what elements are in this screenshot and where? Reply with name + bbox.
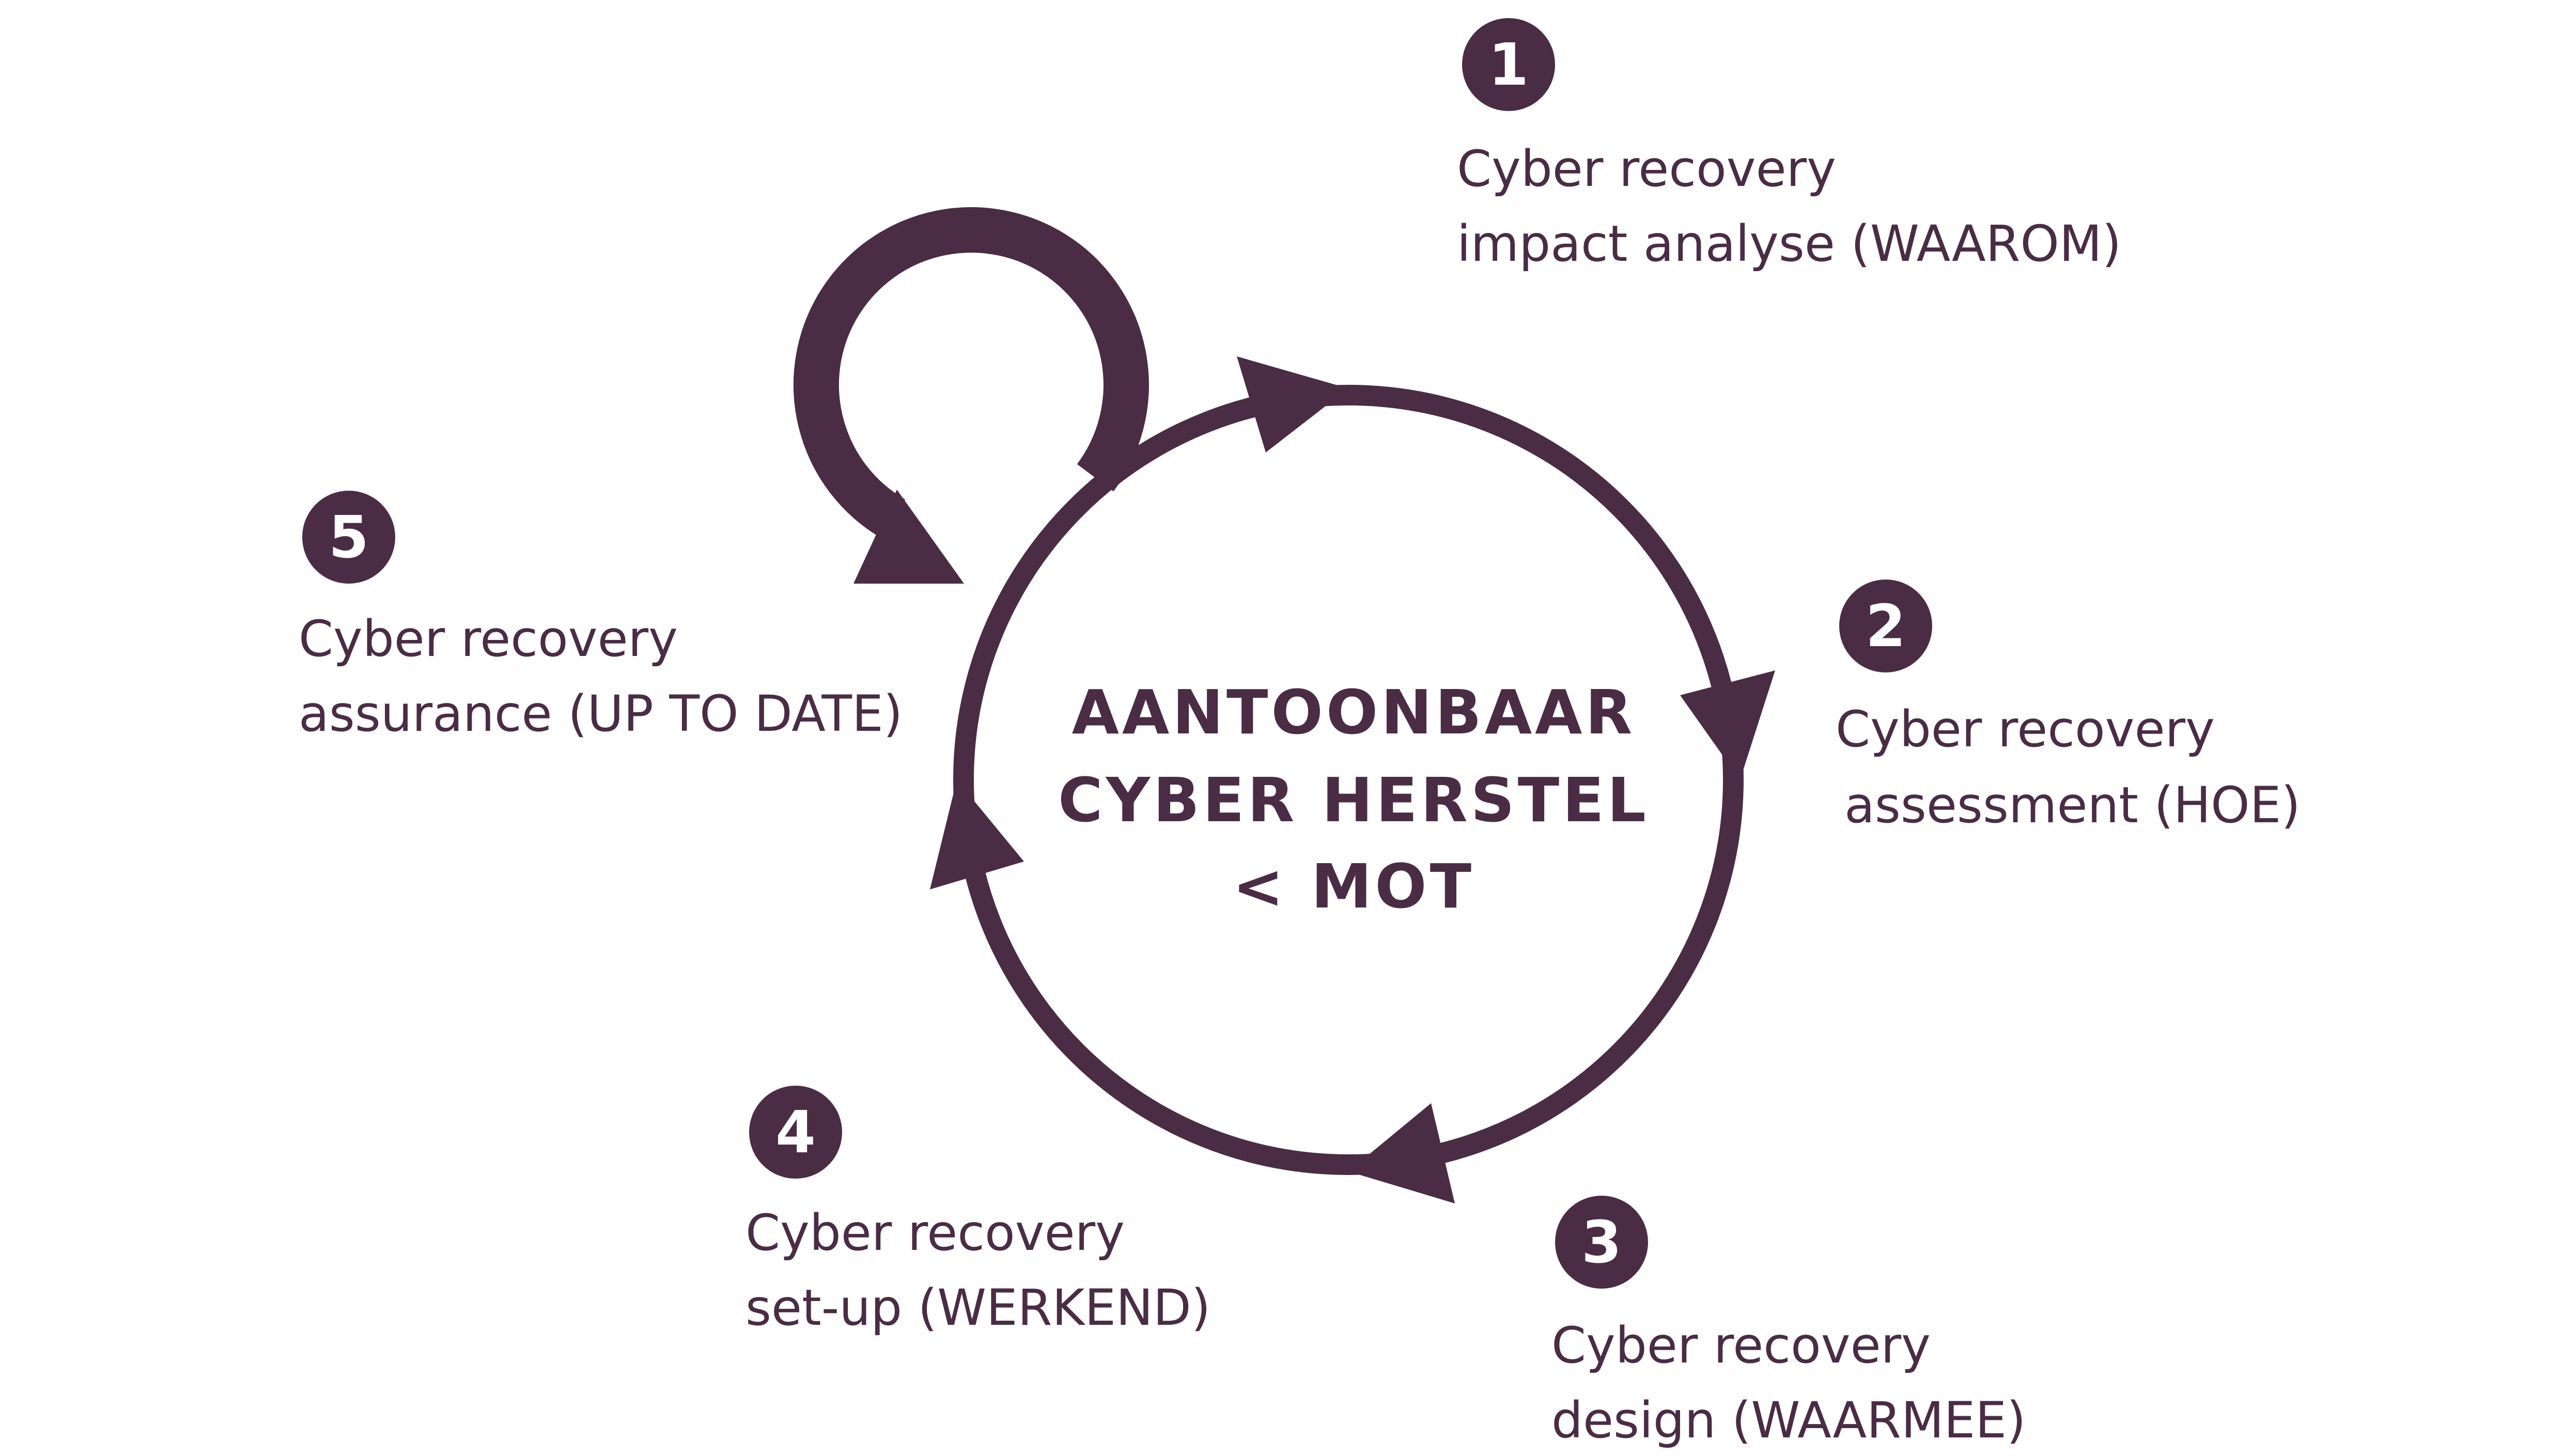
step-3: 3 Cyber recovery design (WAARMEE)	[1551, 1196, 2026, 1449]
step-2-number: 2	[1866, 593, 1906, 660]
step-2-badge	[1839, 580, 1932, 672]
repeat-loop-arrow-icon	[853, 490, 964, 584]
repeat-loop-arc	[793, 207, 1149, 539]
step-1-number: 1	[1488, 32, 1529, 99]
step-3-label-line2: design (WAARMEE)	[1551, 1391, 2026, 1449]
cycle-ring	[953, 385, 1744, 1175]
step-4-label-line1: Cyber recovery	[745, 1204, 1125, 1262]
step-1-badge	[1462, 18, 1555, 111]
step-2: 2 Cyber recovery assessment (HOE)	[1836, 580, 2301, 834]
step-3-label-line1: Cyber recovery	[1551, 1317, 1931, 1374]
step-5: 5 Cyber recovery assurance (UP TO DATE)	[299, 491, 903, 743]
step-5-badge	[302, 491, 395, 584]
step-1-label-line1: Cyber recovery	[1457, 140, 1836, 198]
center-title-line2: CYBER HERSTEL	[1058, 764, 1649, 836]
step-1: 1 Cyber recovery impact analyse (WAAROM)	[1457, 18, 2121, 273]
step-4-number: 4	[775, 1099, 816, 1166]
step-2-label-line2: assessment (HOE)	[1844, 776, 2301, 834]
step-5-label-line1: Cyber recovery	[299, 610, 678, 668]
step-1-label-line2: impact analyse (WAAROM)	[1457, 215, 2121, 273]
center-title-line1: AANTOONBAAR	[1072, 677, 1636, 748]
cycle-arrow-bottom-icon	[1348, 1103, 1455, 1203]
step-2-label-line1: Cyber recovery	[1836, 700, 2215, 758]
step-5-number: 5	[329, 504, 369, 571]
step-4-label-line2: set-up (WERKEND)	[745, 1279, 1210, 1337]
step-3-number: 3	[1581, 1209, 1622, 1276]
center-title-line3: < MOT	[1233, 851, 1474, 922]
step-5-label-line2: assurance (UP TO DATE)	[299, 685, 903, 743]
cycle-arrow-left-icon	[930, 780, 1024, 889]
cycle-arrow-right-icon	[1680, 670, 1775, 780]
step-4: 4 Cyber recovery set-up (WERKEND)	[745, 1086, 1210, 1337]
cycle-arrow-top-icon	[1237, 356, 1348, 452]
step-4-badge	[749, 1086, 842, 1179]
step-3-badge	[1555, 1196, 1648, 1289]
